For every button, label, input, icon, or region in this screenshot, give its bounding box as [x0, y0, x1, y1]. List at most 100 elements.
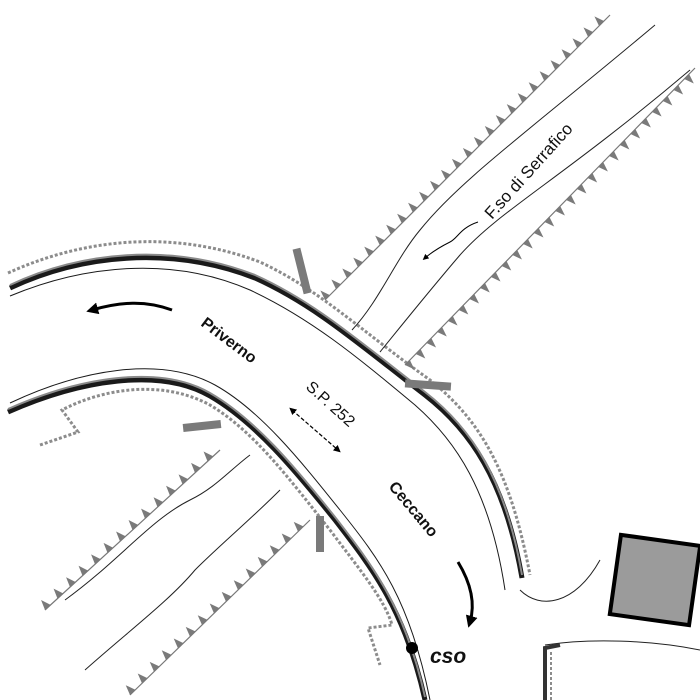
slope-tick [528, 82, 539, 92]
road-label: S.P. 252 [302, 378, 358, 430]
sw-channel-line-b [84, 489, 281, 671]
slope-tick [576, 184, 587, 194]
slope-tick [149, 661, 160, 672]
slope-tick [652, 107, 662, 117]
slope-tick [185, 626, 196, 637]
slope-tick [116, 531, 126, 542]
slope-tick [426, 338, 437, 348]
section-marker-3 [182, 420, 222, 432]
curved-arrow-icon [86, 301, 173, 315]
slope-tick [523, 239, 533, 249]
slope-tick [572, 38, 583, 48]
slope-tick [245, 568, 256, 579]
section-marker-4 [316, 516, 324, 552]
slope-tick [191, 462, 201, 473]
slope-tick [178, 474, 189, 485]
slope-tick [209, 603, 220, 614]
slope-tick [533, 228, 544, 238]
slope-line-sw-b [129, 519, 311, 696]
road-edge-north-gray [9, 253, 523, 576]
slope-tick [197, 615, 208, 625]
cso-label: cso [430, 645, 466, 668]
slope-tick [269, 545, 280, 555]
slope-tick [166, 485, 176, 496]
slope-line-ne [404, 67, 696, 366]
road-edge-north-inner [9, 267, 506, 591]
ceccano-label: Ceccano [385, 479, 441, 541]
slope-tick [128, 520, 139, 530]
building [607, 532, 700, 628]
wall-south [543, 643, 561, 700]
road-edge-north-fence [7, 240, 532, 576]
slope-tick [342, 268, 352, 279]
slope-tick [490, 272, 501, 282]
slope-tick [408, 202, 418, 213]
slope-tick [320, 290, 330, 300]
slope-tick [386, 224, 396, 235]
slope-tick [281, 533, 292, 544]
stream-bank-right [379, 69, 691, 353]
slope-tick [440, 169, 451, 180]
side-road-edge [519, 559, 601, 602]
slope-tick [397, 213, 407, 224]
slope-tick [609, 151, 619, 161]
slope-tick [630, 129, 641, 139]
slope-tick [405, 360, 415, 370]
slope-tick [583, 27, 594, 37]
slope-tick [484, 126, 495, 136]
slope-tick [221, 591, 232, 602]
slope-tick [53, 588, 64, 599]
section-marker-1 [292, 247, 312, 295]
embankment-north-east [405, 74, 694, 370]
slope-tick [641, 118, 651, 128]
slope-tick [550, 60, 561, 70]
slope-tick [125, 685, 136, 695]
slope-tick [544, 217, 555, 227]
slope-tick [41, 600, 51, 610]
slope-tick [66, 577, 76, 588]
slope-tick [473, 137, 484, 147]
side-road-edge-lower [544, 640, 700, 651]
slope-tick [594, 16, 604, 26]
curved-arrow-icon [456, 561, 478, 628]
sw-channel-line-a [64, 454, 251, 601]
slope-tick [619, 140, 630, 150]
slope-tick [203, 451, 214, 462]
slope-tick [364, 246, 374, 257]
road-edge-south-gray [7, 375, 426, 698]
slope-tick [293, 521, 304, 532]
slope-tick [91, 554, 101, 565]
slope-tick [451, 158, 462, 169]
road-edge-south-inner [9, 368, 431, 700]
slope-tick [506, 104, 517, 114]
slope-tick [673, 85, 684, 95]
slope-tick [233, 580, 244, 590]
slope-tick [566, 195, 576, 205]
embankment-north-west [320, 16, 604, 300]
slope-tick [561, 49, 572, 59]
slope-tick [469, 294, 480, 304]
slope-tick [419, 191, 429, 202]
slope-tick [495, 115, 506, 125]
double-arrow-icon [289, 407, 341, 453]
slope-tick [447, 316, 458, 326]
slope-tick [375, 235, 385, 246]
road-edge-south-fence [39, 387, 394, 666]
stream-bank-left [351, 24, 656, 331]
dot-icon [406, 642, 418, 654]
slope-tick [480, 283, 490, 293]
slope-tick [458, 305, 469, 315]
slope-tick [430, 180, 440, 191]
slope-line-nw [324, 14, 611, 301]
slope-tick [257, 556, 268, 567]
slope-tick [437, 327, 447, 337]
slope-tick [173, 638, 184, 649]
section-marker-2 [404, 379, 452, 391]
slope-tick [415, 349, 426, 359]
slope-tick [517, 93, 528, 103]
slope-tick [141, 508, 151, 519]
slope-tick [137, 673, 148, 684]
road-edge-south [6, 377, 428, 700]
stream-flow-arrow-icon [422, 221, 479, 260]
